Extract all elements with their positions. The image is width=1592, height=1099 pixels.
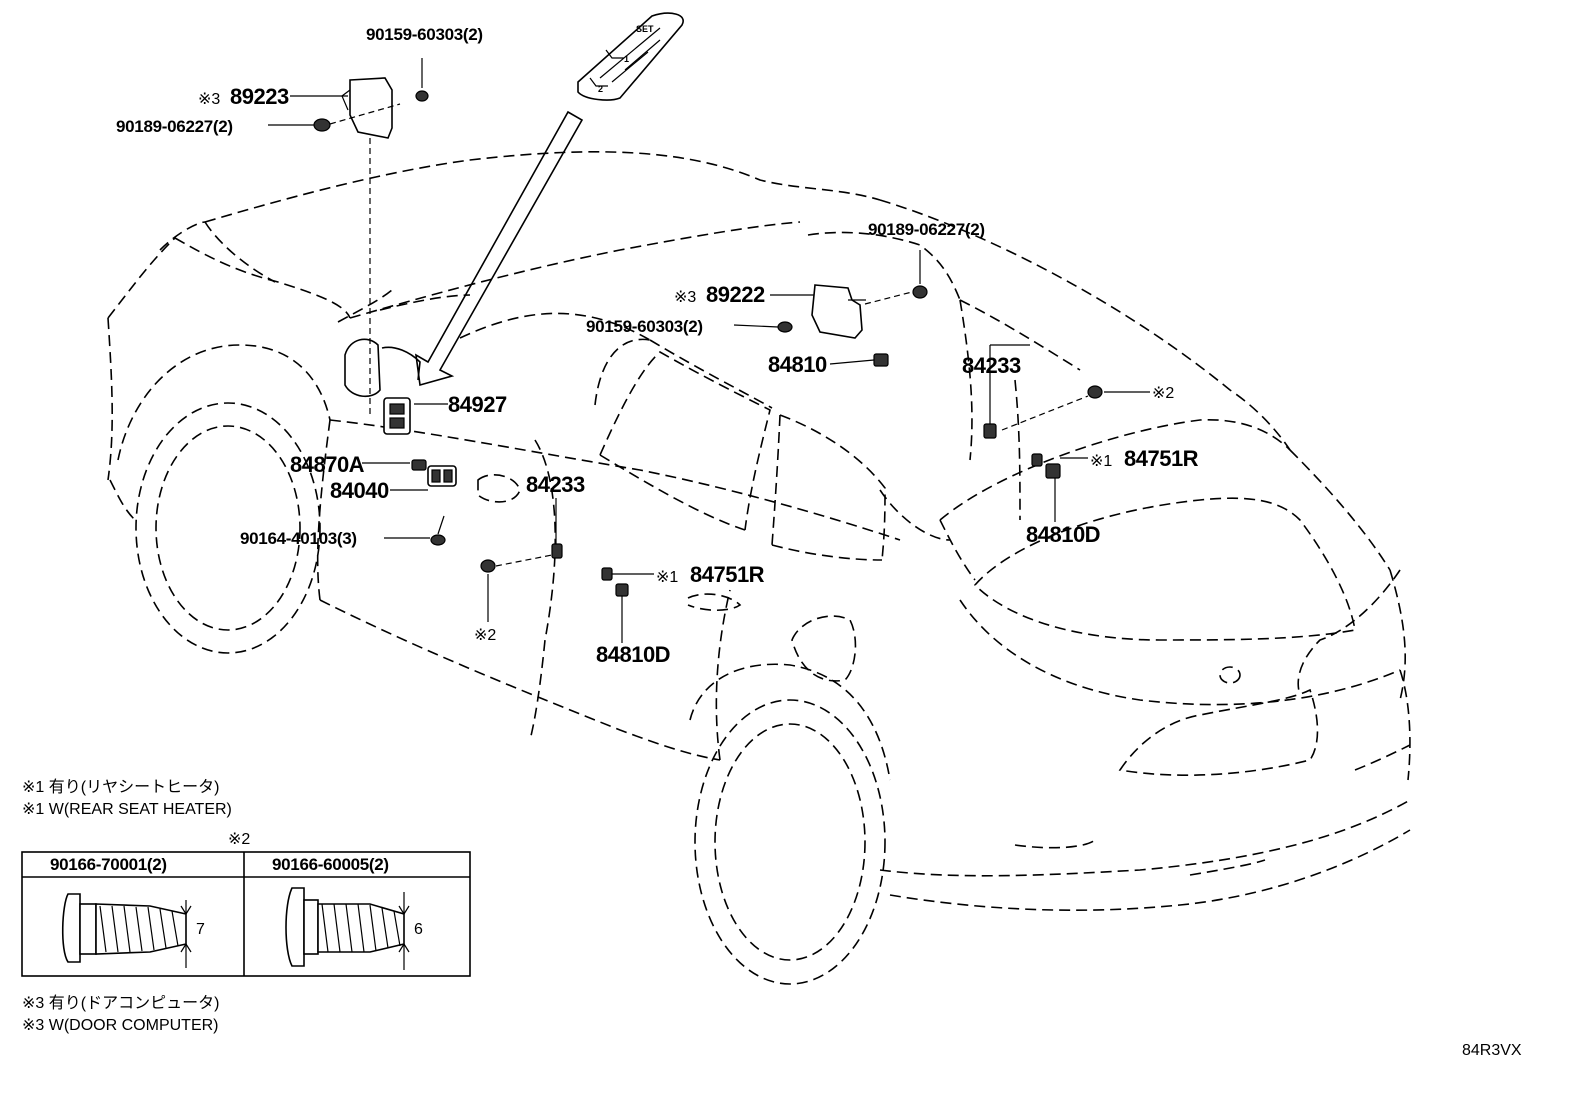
label-84751R-door: 84751R (690, 562, 765, 587)
label-89223: 89223 (230, 84, 289, 109)
label-84040: 84040 (330, 478, 389, 503)
label-90164-40103: 90164-40103(3) (240, 529, 357, 548)
note-3-jp: ※3 有り(ドアコンピュータ) (22, 994, 219, 1012)
nut-90189-top (313, 118, 331, 132)
ref-2-front: ※2 (474, 627, 496, 644)
notes: ※1 有り(リヤシートヒータ) ※1 W(REAR SEAT HEATER) ※… (22, 778, 250, 1034)
label-84810D-door: 84810D (596, 642, 670, 667)
switch-84927 (383, 397, 411, 435)
switch-84870A (411, 459, 427, 471)
label-84810D-rear: 84810D (1026, 522, 1100, 547)
ref-1-door: ※1 (656, 569, 678, 586)
switch-84751R-door (601, 567, 613, 581)
note-2-table-title: ※2 (228, 831, 250, 848)
label-90159-60303-top: 90159-60303(2) (366, 25, 483, 44)
switch-set-label: SET (636, 24, 654, 34)
bolt-90166-60005-drawing (285, 887, 410, 970)
table-col1-header: 90166-70001(2) (50, 855, 167, 874)
switch-84040 (427, 465, 457, 487)
ref-3-89222: ※3 (674, 289, 696, 306)
nut-90189-right (912, 250, 928, 299)
part-89222 (811, 284, 866, 339)
part-89223 (341, 77, 393, 415)
ref-1-rear: ※1 (1090, 453, 1112, 470)
screw-90164 (430, 515, 446, 546)
leader-lines (268, 95, 1150, 575)
part-labels: 90159-60303(2) ※3 89223 90189-06227(2) 9… (116, 25, 1199, 667)
clip-84233-front (551, 543, 563, 559)
switch-84810 (873, 353, 889, 367)
switch-memory-1-label: 1 (624, 54, 629, 64)
label-90189-06227-right: 90189-06227(2) (868, 220, 985, 239)
clip-84233-rear (983, 423, 997, 439)
small-parts (313, 58, 1103, 643)
note-3-en: ※3 W(DOOR COMPUTER) (22, 1017, 219, 1034)
switch-84751R-rear (1031, 453, 1043, 467)
pointer-arrow (414, 110, 584, 387)
bolt-90159-top (415, 58, 429, 102)
note-1-en: ※1 W(REAR SEAT HEATER) (22, 801, 232, 818)
label-84751R-rear: 84751R (1124, 446, 1199, 471)
note-1-jp: ※1 有り(リヤシートヒータ) (22, 778, 219, 796)
label-84927: 84927 (448, 392, 507, 417)
switch-84810D-rear (1045, 463, 1061, 479)
label-90189-06227-top: 90189-06227(2) (116, 117, 233, 136)
label-84810: 84810 (768, 352, 827, 377)
label-84233-front: 84233 (526, 472, 585, 497)
switch-84810D-door (615, 583, 629, 597)
vehicle-outline (107, 151, 1411, 985)
switch-memory-2-label: 2 (598, 84, 603, 94)
bolt-90166-70001-drawing (61, 893, 192, 968)
screw-rear-ref2 (1087, 385, 1103, 399)
bolt-1-dimension: 7 (196, 921, 205, 938)
ref-2-rear: ※2 (1152, 385, 1174, 402)
label-84870A: 84870A (290, 452, 365, 477)
bolt-table: 90166-70001(2) 90166-60005(2) 7 6 (21, 851, 471, 977)
label-90159-60303-right: 90159-60303(2) (586, 317, 703, 336)
label-84233-rear: 84233 (962, 353, 1021, 378)
table-col2-header: 90166-60005(2) (272, 855, 389, 874)
mirror-assembly (344, 338, 421, 398)
bolt-90159-right (777, 321, 793, 333)
bolt-2-dimension: 6 (414, 921, 423, 938)
label-89222: 89222 (706, 282, 765, 307)
memory-switch-panel: SET 1 2 (577, 12, 684, 101)
illustration-code: 84R3VX (1462, 1042, 1522, 1059)
ref-3-89223: ※3 (198, 91, 220, 108)
screw-front-ref2 (480, 559, 496, 573)
